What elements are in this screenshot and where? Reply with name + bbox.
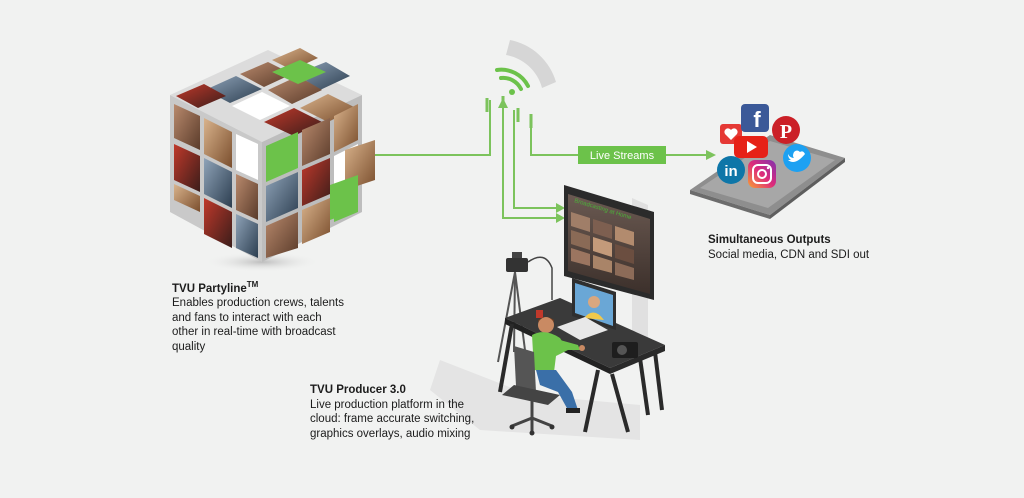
live-streams-label: Live Streams: [590, 150, 655, 162]
partyline-description: Enables production crews, talents and fa…: [172, 296, 344, 354]
antenna-stubs: [485, 96, 533, 128]
live-streams-badge: Live Streams: [578, 146, 666, 164]
monitor-icon: Broadcasting at Home: [564, 185, 654, 300]
operator-person-icon: [532, 317, 585, 413]
linkedin-icon: in: [717, 156, 745, 184]
partyline-caption: TVU PartylineTM Enables production crews…: [172, 278, 344, 354]
cube-photo-mosaic-icon: [170, 48, 375, 272]
partyline-desc-line: Enables production crews, talents: [172, 297, 344, 310]
partyline-desc-line: other in real-time with broadcast: [172, 326, 336, 339]
partyline-desc-line: and fans to interact with each: [172, 311, 322, 324]
instagram-icon: [748, 160, 776, 188]
producer-title: TVU Producer 3.0: [310, 384, 406, 396]
youtube-icon: [734, 136, 768, 158]
outputs-description: Social media, CDN and SDI out: [708, 248, 869, 263]
pinterest-icon: P: [772, 116, 800, 144]
partyline-desc-line: quality: [172, 340, 206, 353]
producer-desc-line: graphics overlays, audio mixing: [310, 427, 471, 440]
outputs-desc-line: Social media, CDN and SDI out: [708, 248, 870, 261]
facebook-icon: f: [741, 104, 769, 132]
wifi-signal-icon: [495, 40, 556, 95]
partyline-title: TVU Partyline: [172, 282, 247, 295]
producer-desc-line: cloud: frame accurate switching,: [310, 413, 475, 425]
partyline-title-line: TVU PartylineTM: [172, 278, 344, 296]
svg-text:f: f: [753, 107, 761, 132]
trademark-mark: TM: [246, 280, 259, 289]
laptop-icon: [536, 278, 638, 358]
office-chair-icon: [502, 346, 560, 436]
twitter-icon: [783, 144, 811, 172]
camera-tripod-icon: [497, 252, 553, 363]
producer-desc-line: Live production platform in the: [310, 398, 465, 411]
outputs-title: Simultaneous Outputs: [708, 234, 831, 246]
svg-text:P: P: [780, 121, 792, 143]
producer-description: Live production platform in the cloud: f…: [310, 398, 474, 442]
outputs-caption: Simultaneous Outputs Social media, CDN a…: [708, 233, 869, 262]
svg-text:in: in: [724, 163, 737, 180]
producer-caption: TVU Producer 3.0 Live production platfor…: [310, 383, 474, 441]
